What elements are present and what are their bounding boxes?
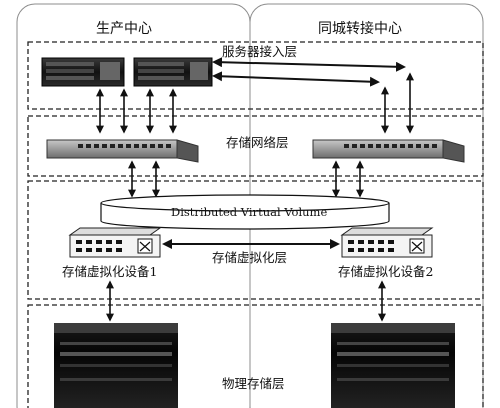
production-center-title: 生产中心: [96, 21, 152, 37]
storage-array-right: [331, 323, 455, 408]
virtualization-device-right-label: 存储虚拟化设备2: [338, 264, 434, 279]
server-rack-left-2: [133, 57, 213, 87]
server-rack-left-1: [41, 57, 125, 87]
network-switch-left: [46, 139, 199, 163]
storage-array-left: [54, 323, 178, 408]
physical-layer-label: 物理存储层: [222, 376, 285, 391]
virtualization-device-left-label: 存储虚拟化设备1: [62, 264, 158, 279]
virtualization-layer-box: [27, 180, 484, 300]
virtualization-device-left: [68, 227, 162, 258]
volume-label: Distributed Virtual Volume: [171, 205, 328, 219]
virtualization-layer-label: 存储虚拟化层: [212, 250, 288, 265]
server-layer-label: 服务器接入层: [222, 44, 298, 59]
transfer-center-title: 同城转接中心: [318, 21, 402, 37]
distributed-virtual-volume: [100, 194, 390, 230]
server-layer-box: [27, 41, 484, 110]
network-layer-label: 存储网络层: [226, 135, 289, 150]
physical-layer-box: [27, 304, 484, 408]
virtualization-device-right: [340, 227, 434, 258]
network-switch-right: [312, 139, 465, 163]
network-layer-box: [27, 115, 484, 177]
